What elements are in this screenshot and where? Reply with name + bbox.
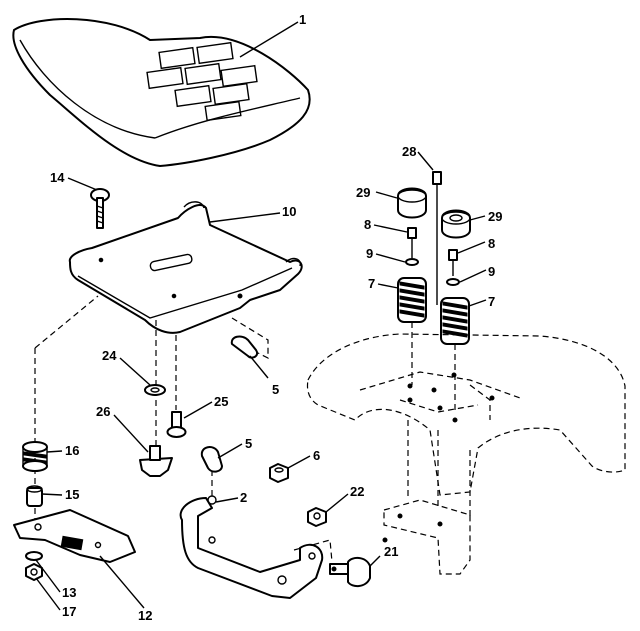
spring-part-7-left <box>397 277 427 385</box>
seat-pan-part-10 <box>68 201 303 334</box>
clip-part-5-upper <box>230 335 258 359</box>
callout-15: 15 <box>65 487 79 502</box>
callout-8-right: 8 <box>488 236 495 251</box>
tractor-fender-phantom <box>306 333 626 575</box>
bracket-part-2 <box>179 495 324 599</box>
bolt-part-25 <box>166 411 187 438</box>
washer-part-24 <box>144 384 166 396</box>
callout-10: 10 <box>282 204 296 219</box>
pin-part-8-left <box>407 227 417 258</box>
clip-part-5-lower <box>200 446 223 473</box>
callout-24: 24 <box>102 348 117 363</box>
washer-part-13 <box>25 551 43 561</box>
callout-17: 17 <box>62 604 76 619</box>
bolt-part-21 <box>329 556 371 588</box>
callout-8-left: 8 <box>364 217 371 232</box>
bushing-part-15 <box>26 485 43 507</box>
nut-part-22 <box>307 507 327 527</box>
callout-21: 21 <box>384 544 398 559</box>
callout-9-left: 9 <box>366 246 373 261</box>
seat-part-1 <box>12 18 311 167</box>
washer-part-9-right <box>446 278 460 286</box>
bracket-part-12 <box>13 509 136 563</box>
callout-25: 25 <box>214 394 228 409</box>
callout-7-left: 7 <box>368 276 375 291</box>
callout-1: 1 <box>299 12 306 27</box>
callout-2: 2 <box>240 490 247 505</box>
washer-part-9-left <box>405 258 419 266</box>
spring-part-7-right <box>440 297 470 410</box>
seat-pad-grid <box>146 41 258 122</box>
callout-9-right: 9 <box>488 264 495 279</box>
bolt-part-28 <box>432 171 442 305</box>
callout-22: 22 <box>350 484 364 499</box>
callout-labels: 1 10 14 28 29 29 8 8 9 9 7 7 24 25 26 5 … <box>50 12 502 623</box>
callout-29-right: 29 <box>488 209 502 224</box>
carriage-bolt-part-14 <box>90 188 110 229</box>
spacer-part-29-right <box>441 209 471 239</box>
callout-28: 28 <box>402 144 416 159</box>
callout-leaders <box>35 21 487 611</box>
callout-6: 6 <box>313 448 320 463</box>
callout-26: 26 <box>96 404 110 419</box>
knob-part-26 <box>139 445 173 477</box>
callout-29-left: 29 <box>356 185 370 200</box>
spring-part-16 <box>22 441 48 472</box>
nut-part-6 <box>269 463 289 483</box>
pin-part-8-right <box>448 249 458 276</box>
nut-part-17 <box>25 563 43 581</box>
callout-5-lower: 5 <box>245 436 252 451</box>
callout-5-upper: 5 <box>272 382 279 397</box>
callout-14: 14 <box>50 170 65 185</box>
callout-13: 13 <box>62 585 76 600</box>
callout-16: 16 <box>65 443 79 458</box>
callout-12: 12 <box>138 608 152 623</box>
spacer-part-29-left <box>397 187 427 219</box>
callout-7-right: 7 <box>488 294 495 309</box>
